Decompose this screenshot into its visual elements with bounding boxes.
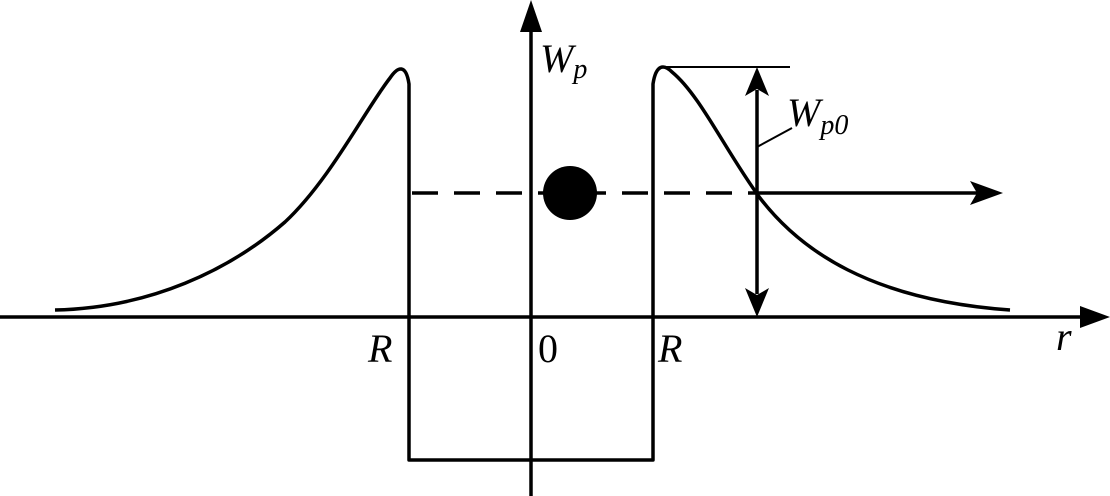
wp0-label: Wp0 [787, 90, 848, 141]
origin-label: 0 [538, 326, 558, 371]
wp-axis-arrowhead [520, 0, 542, 32]
r-axis-arrowhead [1080, 306, 1110, 328]
right-boundary-label: R [657, 326, 682, 371]
r-axis-label: r [1056, 314, 1072, 359]
energy-level-arrowhead [970, 181, 1003, 205]
barrier-height-arrowhead-top [745, 67, 769, 96]
wp-axis-label: Wp [540, 36, 587, 85]
wp0-leader-line [756, 127, 793, 148]
left-boundary-label: R [367, 326, 392, 371]
potential-curve [54, 65, 1011, 462]
barrier-height-arrowhead-bottom [745, 288, 769, 317]
particle [543, 166, 597, 220]
